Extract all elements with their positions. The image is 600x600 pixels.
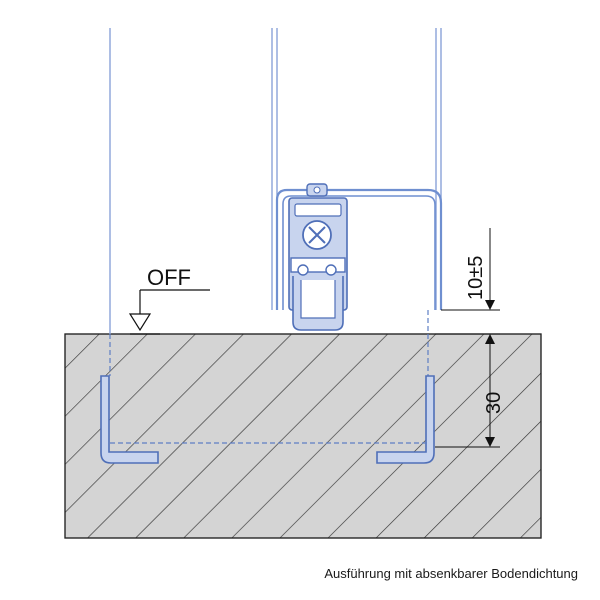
off-level-marker — [128, 289, 210, 335]
right-floor-anchor — [376, 375, 435, 464]
seal-dimension-label: 10±5 — [465, 256, 487, 300]
floor-section — [64, 333, 542, 539]
seal-dimension — [441, 228, 500, 311]
depth-dimension — [435, 333, 500, 448]
depth-dimension-label: 30 — [483, 392, 505, 414]
left-floor-anchor — [100, 375, 159, 464]
caption: Ausführung mit absenkbarer Bodendichtung — [324, 566, 578, 581]
drop-seal — [290, 257, 346, 331]
screw-icon — [306, 183, 328, 197]
adjusting-screw-icon — [302, 220, 332, 250]
off-label: OFF — [147, 265, 191, 290]
